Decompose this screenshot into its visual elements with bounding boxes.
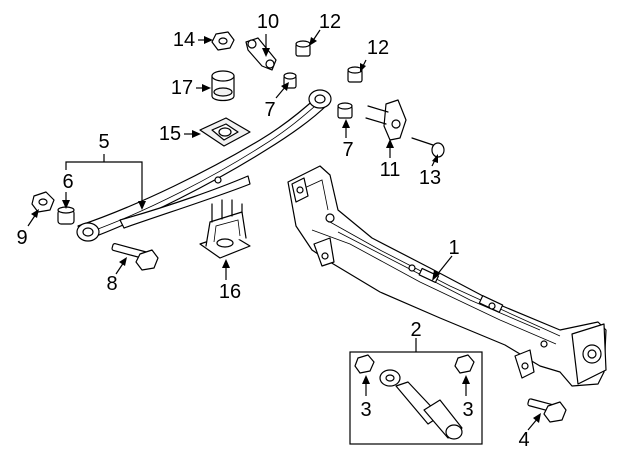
u-bolt-plate	[199, 199, 251, 259]
callout-7-left: 7	[264, 99, 275, 121]
nut-3-right	[454, 354, 475, 374]
callout-6: 6	[62, 171, 73, 193]
callout-3-left: 3	[360, 399, 371, 421]
shackle	[245, 37, 277, 71]
callout-10: 10	[257, 11, 279, 33]
callout-2: 2	[410, 319, 421, 341]
leader-lines	[27, 29, 541, 431]
callout-11: 11	[380, 159, 401, 181]
callout-9: 9	[16, 227, 27, 249]
nut-14	[211, 31, 235, 51]
callout-12-right: 12	[367, 37, 389, 59]
callout-7-right: 7	[342, 139, 353, 161]
callout-14: 14	[173, 29, 195, 51]
rear-axle-beam	[287, 165, 607, 387]
callout-17: 17	[171, 77, 193, 99]
nut-9	[31, 191, 55, 213]
nut-3-left	[354, 354, 375, 374]
bolt-4	[527, 398, 567, 423]
hanger-bracket	[365, 99, 407, 141]
shock-absorber-kit	[349, 351, 483, 445]
callout-8: 8	[106, 273, 117, 295]
callout-3-right: 3	[462, 399, 473, 421]
bumper-bracket	[199, 117, 251, 147]
callout-5: 5	[98, 131, 109, 153]
shock-absorber	[379, 369, 463, 440]
bushing-12-upper	[295, 40, 311, 57]
leaf-spring	[76, 89, 332, 242]
bushing-12-right	[347, 66, 363, 83]
bushing-6	[57, 206, 75, 225]
callout-12-upper: 12	[319, 11, 341, 33]
bolt-8	[111, 243, 159, 271]
bolt-13	[411, 137, 445, 158]
callout-1: 1	[448, 237, 459, 259]
callout-4: 4	[518, 429, 529, 451]
bushing-7-right	[337, 102, 353, 119]
callout-numbers: 1 2 3 3 4 5 6 7 7 8 9 10 11 12 12 13 14 …	[16, 11, 529, 451]
callout-16: 16	[219, 281, 241, 303]
jounce-bumper	[211, 70, 235, 102]
callout-13: 13	[419, 167, 441, 189]
callout-15: 15	[159, 123, 181, 145]
